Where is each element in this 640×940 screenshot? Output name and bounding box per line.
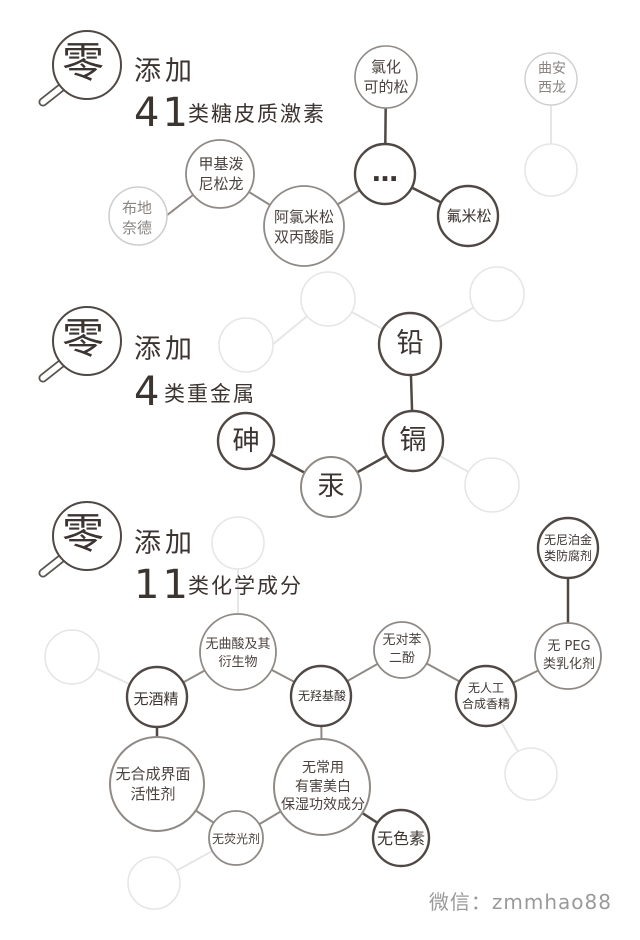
count-number: 41: [134, 90, 191, 136]
node-circle: [524, 143, 578, 197]
magnifier-icon: [52, 30, 122, 100]
node-circle: [216, 411, 276, 471]
magnifier-handle-icon: [40, 84, 65, 105]
node-circle: [300, 271, 356, 327]
zero-glyph: 零: [62, 38, 105, 87]
node-circle: [436, 184, 500, 248]
node-circle: [377, 311, 443, 377]
node-circle: [125, 665, 189, 729]
node-circle: [300, 456, 362, 518]
node-circle: [536, 516, 600, 580]
node-circle: [273, 738, 371, 836]
node-circle: [199, 613, 277, 691]
node-circle: [185, 139, 255, 209]
node-circle: [381, 409, 445, 473]
node-circle: [109, 736, 205, 832]
zero-glyph: 零: [62, 314, 105, 363]
node-circle: [108, 186, 168, 246]
node-circle: [127, 856, 181, 910]
wechat-watermark: 微信：zmmhao88: [428, 890, 612, 914]
node-circle: [44, 629, 100, 685]
node-circle: [454, 664, 518, 728]
add-label: 添加: [134, 528, 196, 559]
node-circle: [373, 621, 431, 679]
magnifier-handle-icon: [40, 360, 65, 381]
node-circle: [263, 185, 345, 267]
node-circle: [218, 317, 274, 373]
count-number: 4: [134, 369, 163, 415]
add-label: 添加: [134, 56, 196, 87]
node-circle: [354, 45, 418, 109]
node-circle: [464, 457, 520, 513]
count-number: 11: [134, 562, 191, 608]
add-label: 添加: [134, 334, 196, 365]
zero-glyph: 零: [62, 509, 105, 558]
node-circle: [504, 747, 558, 801]
node-circle: [211, 516, 265, 570]
category-label: 类化学成分: [188, 574, 303, 598]
node-circle: [208, 810, 264, 866]
magnifier-icon: [52, 306, 122, 376]
node-circle: [353, 142, 417, 206]
node-circle: [524, 52, 578, 106]
category-label: 类重金属: [164, 382, 256, 406]
node-circle: [534, 622, 602, 690]
node-circle: [469, 266, 525, 322]
category-label: 类糖皮质激素: [188, 102, 326, 126]
node-circle: [371, 808, 431, 868]
magnifier-icon: [52, 501, 122, 571]
node-circle: [289, 664, 353, 728]
magnifier-handle-icon: [40, 555, 65, 576]
